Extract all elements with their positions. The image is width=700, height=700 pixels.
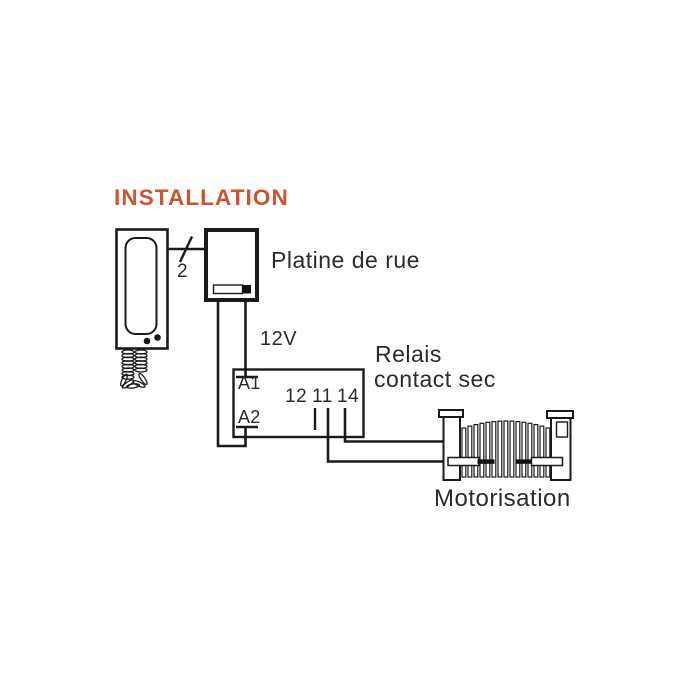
wire-count-slash (178, 235, 194, 263)
terminal-a1-label: A1 (238, 373, 261, 393)
handset-to-plate-wire (167, 235, 206, 263)
plate-camera-dot (243, 285, 251, 294)
street-plate-box (204, 228, 259, 302)
handset-cord (120, 349, 148, 389)
wire-plate-to-a2 (216, 300, 247, 448)
street-plate-label: Platine de rue (271, 247, 420, 273)
gate-slats (461, 420, 551, 478)
gate-right-post-cap (546, 410, 574, 419)
wire-terminal-14-to-gate (343, 408, 447, 443)
motorized-gate-icon (438, 409, 574, 481)
handset-button (143, 337, 151, 345)
motorisation-label: Motorisation (434, 485, 571, 512)
terminal-14-label: 14 (337, 386, 360, 407)
terminal-11-label: 11 (312, 386, 333, 407)
handset-button (154, 334, 161, 341)
terminal-a2-label: A2 (238, 407, 261, 427)
page-title: INSTALLATION (114, 185, 289, 210)
gate-keypad (555, 421, 569, 438)
handset-body (115, 228, 169, 350)
gate-left-post (442, 416, 461, 481)
power-12v-label: 12V (260, 328, 298, 350)
gate-left-post-cap (438, 409, 464, 418)
handset-receiver (124, 237, 158, 335)
intercom-handset-icon (115, 228, 169, 389)
wire-count-label: 2 (177, 261, 189, 282)
relay-label-line2: contact sec (374, 366, 496, 392)
gate-actuator-arms (447, 456, 564, 467)
terminal-12-label: 12 (285, 386, 308, 407)
wires (216, 300, 447, 463)
relay-box (232, 368, 365, 439)
relay-label-line1: Relais (375, 341, 442, 367)
plate-slot (212, 284, 244, 295)
wire-terminal-11-to-gate (326, 408, 446, 463)
